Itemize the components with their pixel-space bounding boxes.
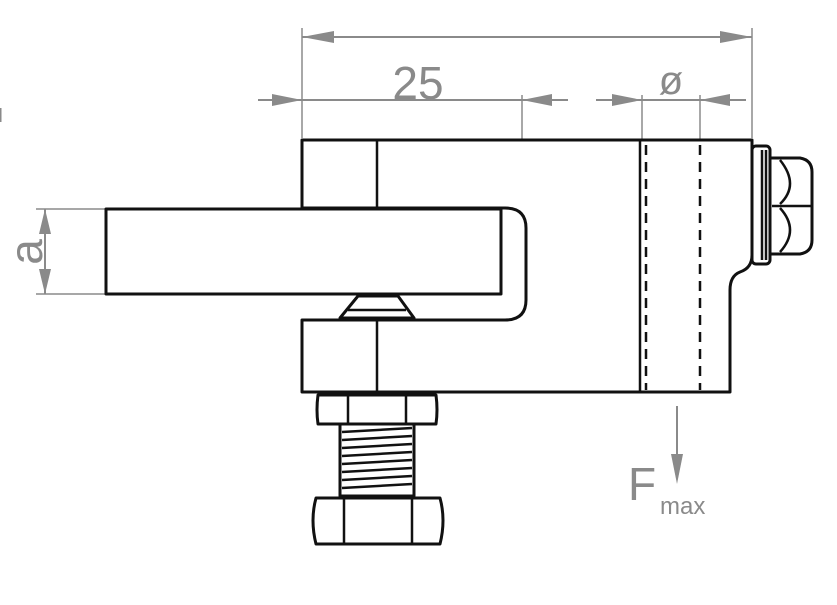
length-dimension-value: 25 [392,57,443,109]
clamping-screw-assembly [311,393,445,546]
adjusting-nut [311,496,445,546]
thread-lines [341,426,413,490]
side-nut-chamfer-top [779,159,792,205]
force-arrow-head [671,454,683,484]
clamp-body [300,138,754,394]
overall-length-dimension [301,28,753,138]
force-indicator: F max [628,406,705,520]
side-nut-chamfer-bottom [779,207,792,253]
clamp-opening-dimension: 25 [258,57,568,205]
side-nut-assembly [750,144,814,266]
diameter-symbol: ø [659,59,683,103]
washer-knurl [760,150,768,260]
pressure-pad [338,294,416,320]
bore-diameter-dimension: ø [596,59,746,140]
force-subscript: max [660,493,705,520]
clamped-plate [104,207,503,296]
force-symbol: F [628,458,656,510]
thickness-dimension: a [0,208,108,295]
thickness-label: a [0,239,52,265]
lock-nut [315,393,439,426]
